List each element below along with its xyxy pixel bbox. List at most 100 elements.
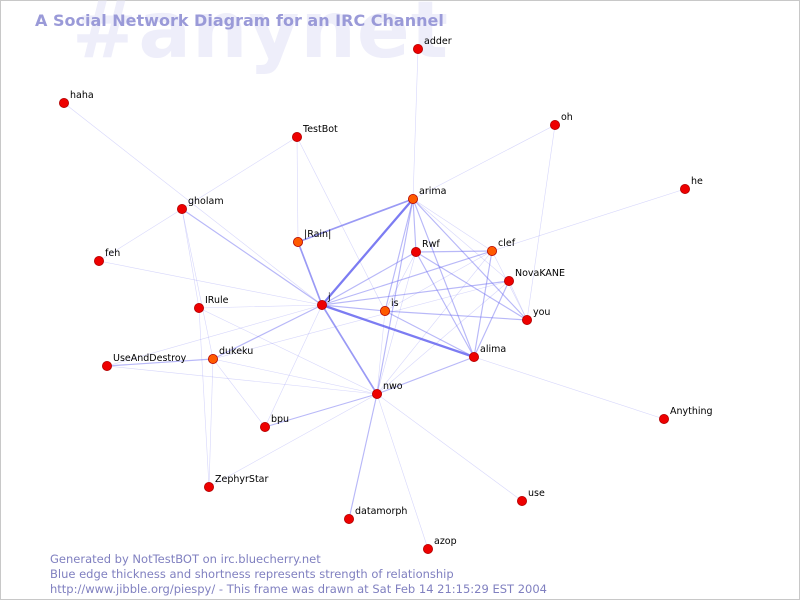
node-dot <box>203 481 214 492</box>
node-label: adder <box>424 36 452 47</box>
node-label: nwo <box>383 381 403 392</box>
node-Rain: |Rain| <box>292 229 331 247</box>
node-dot <box>94 255 105 266</box>
edge-arima-NovaKANE <box>412 198 510 282</box>
node-haha: haha <box>59 90 94 109</box>
edge-dukeku-UseAndDestroy <box>106 358 214 367</box>
node-arima: arima <box>407 186 446 204</box>
node-dot <box>468 351 479 362</box>
edge-j-IRule <box>198 304 323 309</box>
node-label: gholam <box>188 196 224 207</box>
node-alima: alima <box>468 344 506 362</box>
node-dukeku: dukeku <box>207 346 253 364</box>
node-dot <box>291 131 302 142</box>
node-dot <box>422 544 433 555</box>
edges-layer <box>63 48 686 550</box>
node-dot <box>550 120 561 131</box>
edge-NovaKANE-nwo <box>376 280 510 395</box>
edge-is-alima <box>384 310 475 358</box>
edge-is-you <box>384 310 528 321</box>
node-dot <box>407 193 418 204</box>
edge-alima-Anything <box>473 356 665 420</box>
node-label: clef <box>498 238 516 249</box>
node-dot <box>316 299 327 310</box>
edge-arima-clef <box>412 198 493 252</box>
edge-Rwf-is <box>384 251 417 312</box>
node-feh: feh <box>94 248 120 266</box>
node-label: UseAndDestroy <box>113 353 187 364</box>
node-label: azop <box>434 536 457 547</box>
node-dot <box>486 245 497 256</box>
edge-oh-arima <box>412 124 556 200</box>
node-label: NovaKANE <box>515 268 565 279</box>
edge-TestBot-Rain <box>296 136 299 243</box>
node-label: alima <box>480 344 506 355</box>
node-Anything: Anything <box>659 406 713 424</box>
node-label: TestBot <box>302 124 338 135</box>
node-TestBot: TestBot <box>291 124 338 142</box>
edge-nwo-bpu <box>264 393 378 428</box>
diagram-title: A Social Network Diagram for an IRC Chan… <box>35 11 444 30</box>
node-label: bpu <box>271 414 289 425</box>
edge-clef-j <box>321 250 493 306</box>
node-dot <box>680 183 691 194</box>
node-dot <box>343 514 354 525</box>
edge-Rwf-clef <box>415 250 493 253</box>
edge-arima-nwo <box>376 198 414 395</box>
node-label: Anything <box>670 406 713 417</box>
edge-gholam-dukeku <box>181 208 214 360</box>
node-NovaKANE: NovaKANE <box>503 268 565 286</box>
edge-TestBot-gholam <box>181 136 298 210</box>
node-label: he <box>691 176 703 187</box>
node-label: IRule <box>205 295 229 306</box>
edge-j-bpu <box>264 304 323 428</box>
edge-NovaKANE-alima <box>473 280 510 358</box>
node-dot <box>503 275 514 286</box>
edge-j-UseAndDestroy <box>106 304 323 367</box>
node-dot <box>176 203 187 214</box>
footer-generated-by: Generated by NotTestBOT on irc.bluecherr… <box>50 552 321 566</box>
node-dot <box>259 421 270 432</box>
edge-is-nwo <box>376 310 386 395</box>
node-dot <box>193 302 204 313</box>
node-gholam: gholam <box>176 196 224 214</box>
edge-clef-alima <box>473 250 493 358</box>
node-dot <box>102 360 113 371</box>
node-UseAndDestroy: UseAndDestroy <box>102 353 187 371</box>
node-label: haha <box>70 90 94 101</box>
node-dot <box>517 495 528 506</box>
node-dot <box>207 353 218 364</box>
node-dot <box>522 314 533 325</box>
edge-clef-nwo <box>376 250 493 395</box>
node-label: is <box>391 298 399 309</box>
node-Rwf: Rwf <box>410 239 440 257</box>
node-label: j <box>327 292 331 303</box>
node-he: he <box>680 176 703 194</box>
edge-j-nwo <box>321 304 378 395</box>
node-label: ZephyrStar <box>215 474 269 485</box>
edge-Rwf-j <box>321 251 417 306</box>
node-dot <box>371 388 382 399</box>
edge-nwo-ZephyrStar <box>208 393 378 488</box>
edge-NovaKANE-you <box>508 280 528 321</box>
node-label: oh <box>561 112 573 123</box>
edge-arima-j <box>320 197 415 307</box>
node-you: you <box>522 307 550 325</box>
edge-dukeku-bpu <box>212 358 266 428</box>
edge-he-clef <box>491 188 686 252</box>
edge-IRule-ZephyrStar <box>198 307 210 488</box>
edge-arima-you <box>412 198 528 321</box>
node-label: datamorph <box>355 506 407 517</box>
edge-IRule-nwo <box>198 307 378 395</box>
node-is: is <box>379 298 399 316</box>
edge-gholam-IRule <box>181 208 200 309</box>
node-clef: clef <box>486 238 516 256</box>
node-adder: adder <box>412 36 452 55</box>
node-nwo: nwo <box>371 381 403 399</box>
node-bpu: bpu <box>259 414 289 432</box>
node-oh: oh <box>550 112 573 131</box>
edge-Rwf-alima <box>415 251 475 358</box>
edge-gholam-feh <box>98 208 183 262</box>
